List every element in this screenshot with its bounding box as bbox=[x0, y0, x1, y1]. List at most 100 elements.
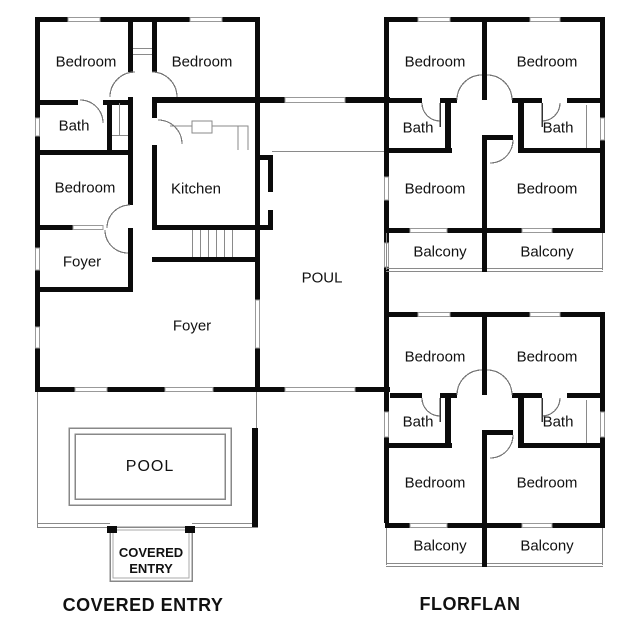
room-label-bedroom: Bedroom bbox=[516, 53, 578, 71]
corridor-label-poul: POUL bbox=[301, 269, 343, 287]
balcony-edge bbox=[386, 271, 603, 272]
wall bbox=[107, 526, 117, 533]
wall bbox=[440, 98, 457, 103]
wall bbox=[487, 135, 513, 140]
covered-entry-line1: COVERED bbox=[118, 545, 184, 560]
door-arc bbox=[541, 102, 561, 122]
room-label-balcony: Balcony bbox=[520, 537, 574, 555]
door-arc bbox=[486, 74, 513, 101]
window bbox=[284, 387, 356, 392]
wall bbox=[482, 22, 487, 100]
door-arc bbox=[151, 71, 178, 98]
wall bbox=[390, 98, 422, 103]
covered-entry-line2: ENTRY bbox=[129, 561, 173, 576]
room-label-balcony: Balcony bbox=[413, 537, 467, 555]
thin-line bbox=[272, 151, 385, 152]
wall bbox=[482, 233, 487, 272]
wall bbox=[567, 393, 600, 398]
window bbox=[74, 387, 108, 392]
window bbox=[35, 247, 40, 271]
covered-entry-label: COVERED ENTRY bbox=[119, 545, 183, 577]
balcony-edge bbox=[602, 233, 603, 270]
window bbox=[67, 17, 101, 22]
room-label-kitchen: Kitchen bbox=[170, 180, 222, 198]
pool-outline bbox=[74, 433, 226, 500]
wall bbox=[152, 97, 260, 103]
wall bbox=[128, 22, 133, 72]
thin-line bbox=[133, 48, 152, 49]
stair-tread bbox=[216, 230, 217, 257]
wall bbox=[107, 100, 112, 155]
room-label-bedroom: Bedroom bbox=[516, 348, 578, 366]
covered-entry-box bbox=[109, 526, 193, 582]
wall bbox=[567, 98, 600, 103]
balcony-edge bbox=[386, 566, 603, 567]
wall bbox=[252, 428, 258, 527]
wall bbox=[385, 312, 605, 317]
wall bbox=[152, 225, 260, 230]
door-arc bbox=[104, 229, 129, 254]
door-arc bbox=[456, 74, 483, 101]
stair-tread bbox=[224, 230, 225, 257]
wall bbox=[35, 387, 260, 392]
wall bbox=[185, 526, 195, 533]
wall bbox=[35, 100, 78, 105]
window bbox=[284, 97, 346, 103]
wall bbox=[255, 225, 273, 230]
window bbox=[384, 176, 389, 201]
sliding-door bbox=[409, 523, 448, 528]
window bbox=[529, 17, 561, 22]
room-label-bedroom: Bedroom bbox=[404, 53, 466, 71]
balcony-edge bbox=[386, 268, 603, 269]
wall bbox=[128, 228, 133, 292]
door-arc bbox=[489, 434, 514, 459]
window bbox=[189, 17, 223, 22]
thin-line bbox=[133, 54, 152, 55]
door-arc bbox=[456, 369, 483, 396]
room-label-bath: Bath bbox=[402, 413, 434, 431]
wall bbox=[482, 135, 487, 233]
wall bbox=[445, 103, 451, 150]
door-arc bbox=[79, 99, 104, 124]
wall bbox=[152, 22, 157, 72]
wall bbox=[445, 398, 451, 445]
stair-tread bbox=[200, 230, 201, 257]
stair-tread bbox=[208, 230, 209, 257]
corridor bbox=[260, 97, 390, 392]
pool-outline bbox=[68, 427, 232, 506]
wall bbox=[385, 148, 452, 153]
wall bbox=[512, 393, 542, 398]
room-label-bedroom: Bedroom bbox=[54, 179, 116, 197]
wall bbox=[385, 443, 452, 448]
wall bbox=[482, 317, 487, 395]
window bbox=[417, 312, 451, 317]
room-label-foyer: Foyer bbox=[172, 317, 212, 335]
wall bbox=[440, 393, 457, 398]
room-label-bedroom: Bedroom bbox=[55, 53, 117, 71]
balcony-edge bbox=[602, 528, 603, 565]
window bbox=[35, 117, 40, 137]
left-building bbox=[35, 17, 273, 392]
wall bbox=[35, 17, 40, 392]
wall bbox=[512, 98, 542, 103]
room-label-bedroom: Bedroom bbox=[516, 474, 578, 492]
door-arc bbox=[106, 204, 131, 229]
room-label-bedroom: Bedroom bbox=[171, 53, 233, 71]
wall bbox=[268, 155, 273, 192]
wall bbox=[482, 528, 487, 567]
window bbox=[255, 299, 260, 349]
courtyard-pool bbox=[37, 392, 258, 582]
door-arc bbox=[421, 102, 441, 122]
room-label-foyer: Foyer bbox=[62, 253, 102, 271]
door-arc bbox=[486, 369, 513, 396]
sliding-door bbox=[409, 228, 448, 233]
room-label-balcony: Balcony bbox=[413, 243, 467, 261]
door-arc bbox=[489, 139, 514, 164]
wall bbox=[35, 225, 73, 230]
wall bbox=[255, 155, 273, 160]
balcony-edge bbox=[386, 233, 387, 270]
window bbox=[384, 411, 389, 438]
wall bbox=[255, 17, 260, 392]
door-arc bbox=[421, 397, 441, 417]
right-unit-bottom bbox=[384, 312, 605, 567]
